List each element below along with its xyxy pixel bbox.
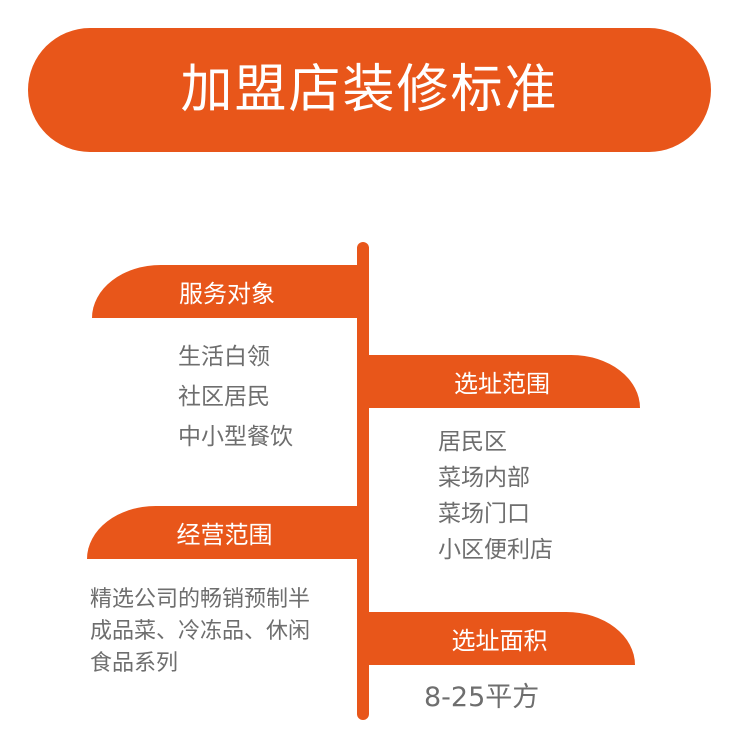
list-item: 菜场门口 [438, 501, 530, 527]
business-scope-tab: 经营范围 [87, 506, 362, 559]
service-target-label: 服务对象 [179, 280, 275, 308]
location-scope-tab: 选址范围 [364, 355, 640, 408]
list-item: 菜场内部 [438, 465, 530, 491]
location-scope-label: 选址范围 [454, 370, 550, 398]
list-item: 居民区 [438, 429, 507, 455]
site-area-value: 8-25平方 [424, 682, 540, 713]
service-target-list: 生活白领 社区居民 中小型餐饮 [178, 337, 293, 457]
description-line: 成品菜、冷冻品、休闲 [90, 619, 311, 644]
list-item: 社区居民 [178, 384, 270, 410]
description-line: 食品系列 [90, 651, 179, 676]
list-item: 生活白领 [178, 344, 270, 370]
site-area-tab: 选址面积 [364, 612, 635, 665]
description-line: 精选公司的畅销预制半 [90, 587, 311, 612]
site-area-label: 选址面积 [451, 627, 548, 655]
page-title: 加盟店装修标准 [180, 60, 559, 120]
location-scope-list: 居民区 菜场内部 菜场门口 小区便利店 [438, 424, 553, 568]
title-banner: 加盟店装修标准 [28, 28, 711, 152]
service-target-tab: 服务对象 [92, 265, 362, 318]
list-item: 中小型餐饮 [178, 424, 293, 450]
business-scope-description: 精选公司的畅销预制半 成品菜、冷冻品、休闲 食品系列 [90, 584, 355, 680]
business-scope-label: 经营范围 [176, 521, 273, 549]
list-item: 小区便利店 [438, 537, 553, 563]
